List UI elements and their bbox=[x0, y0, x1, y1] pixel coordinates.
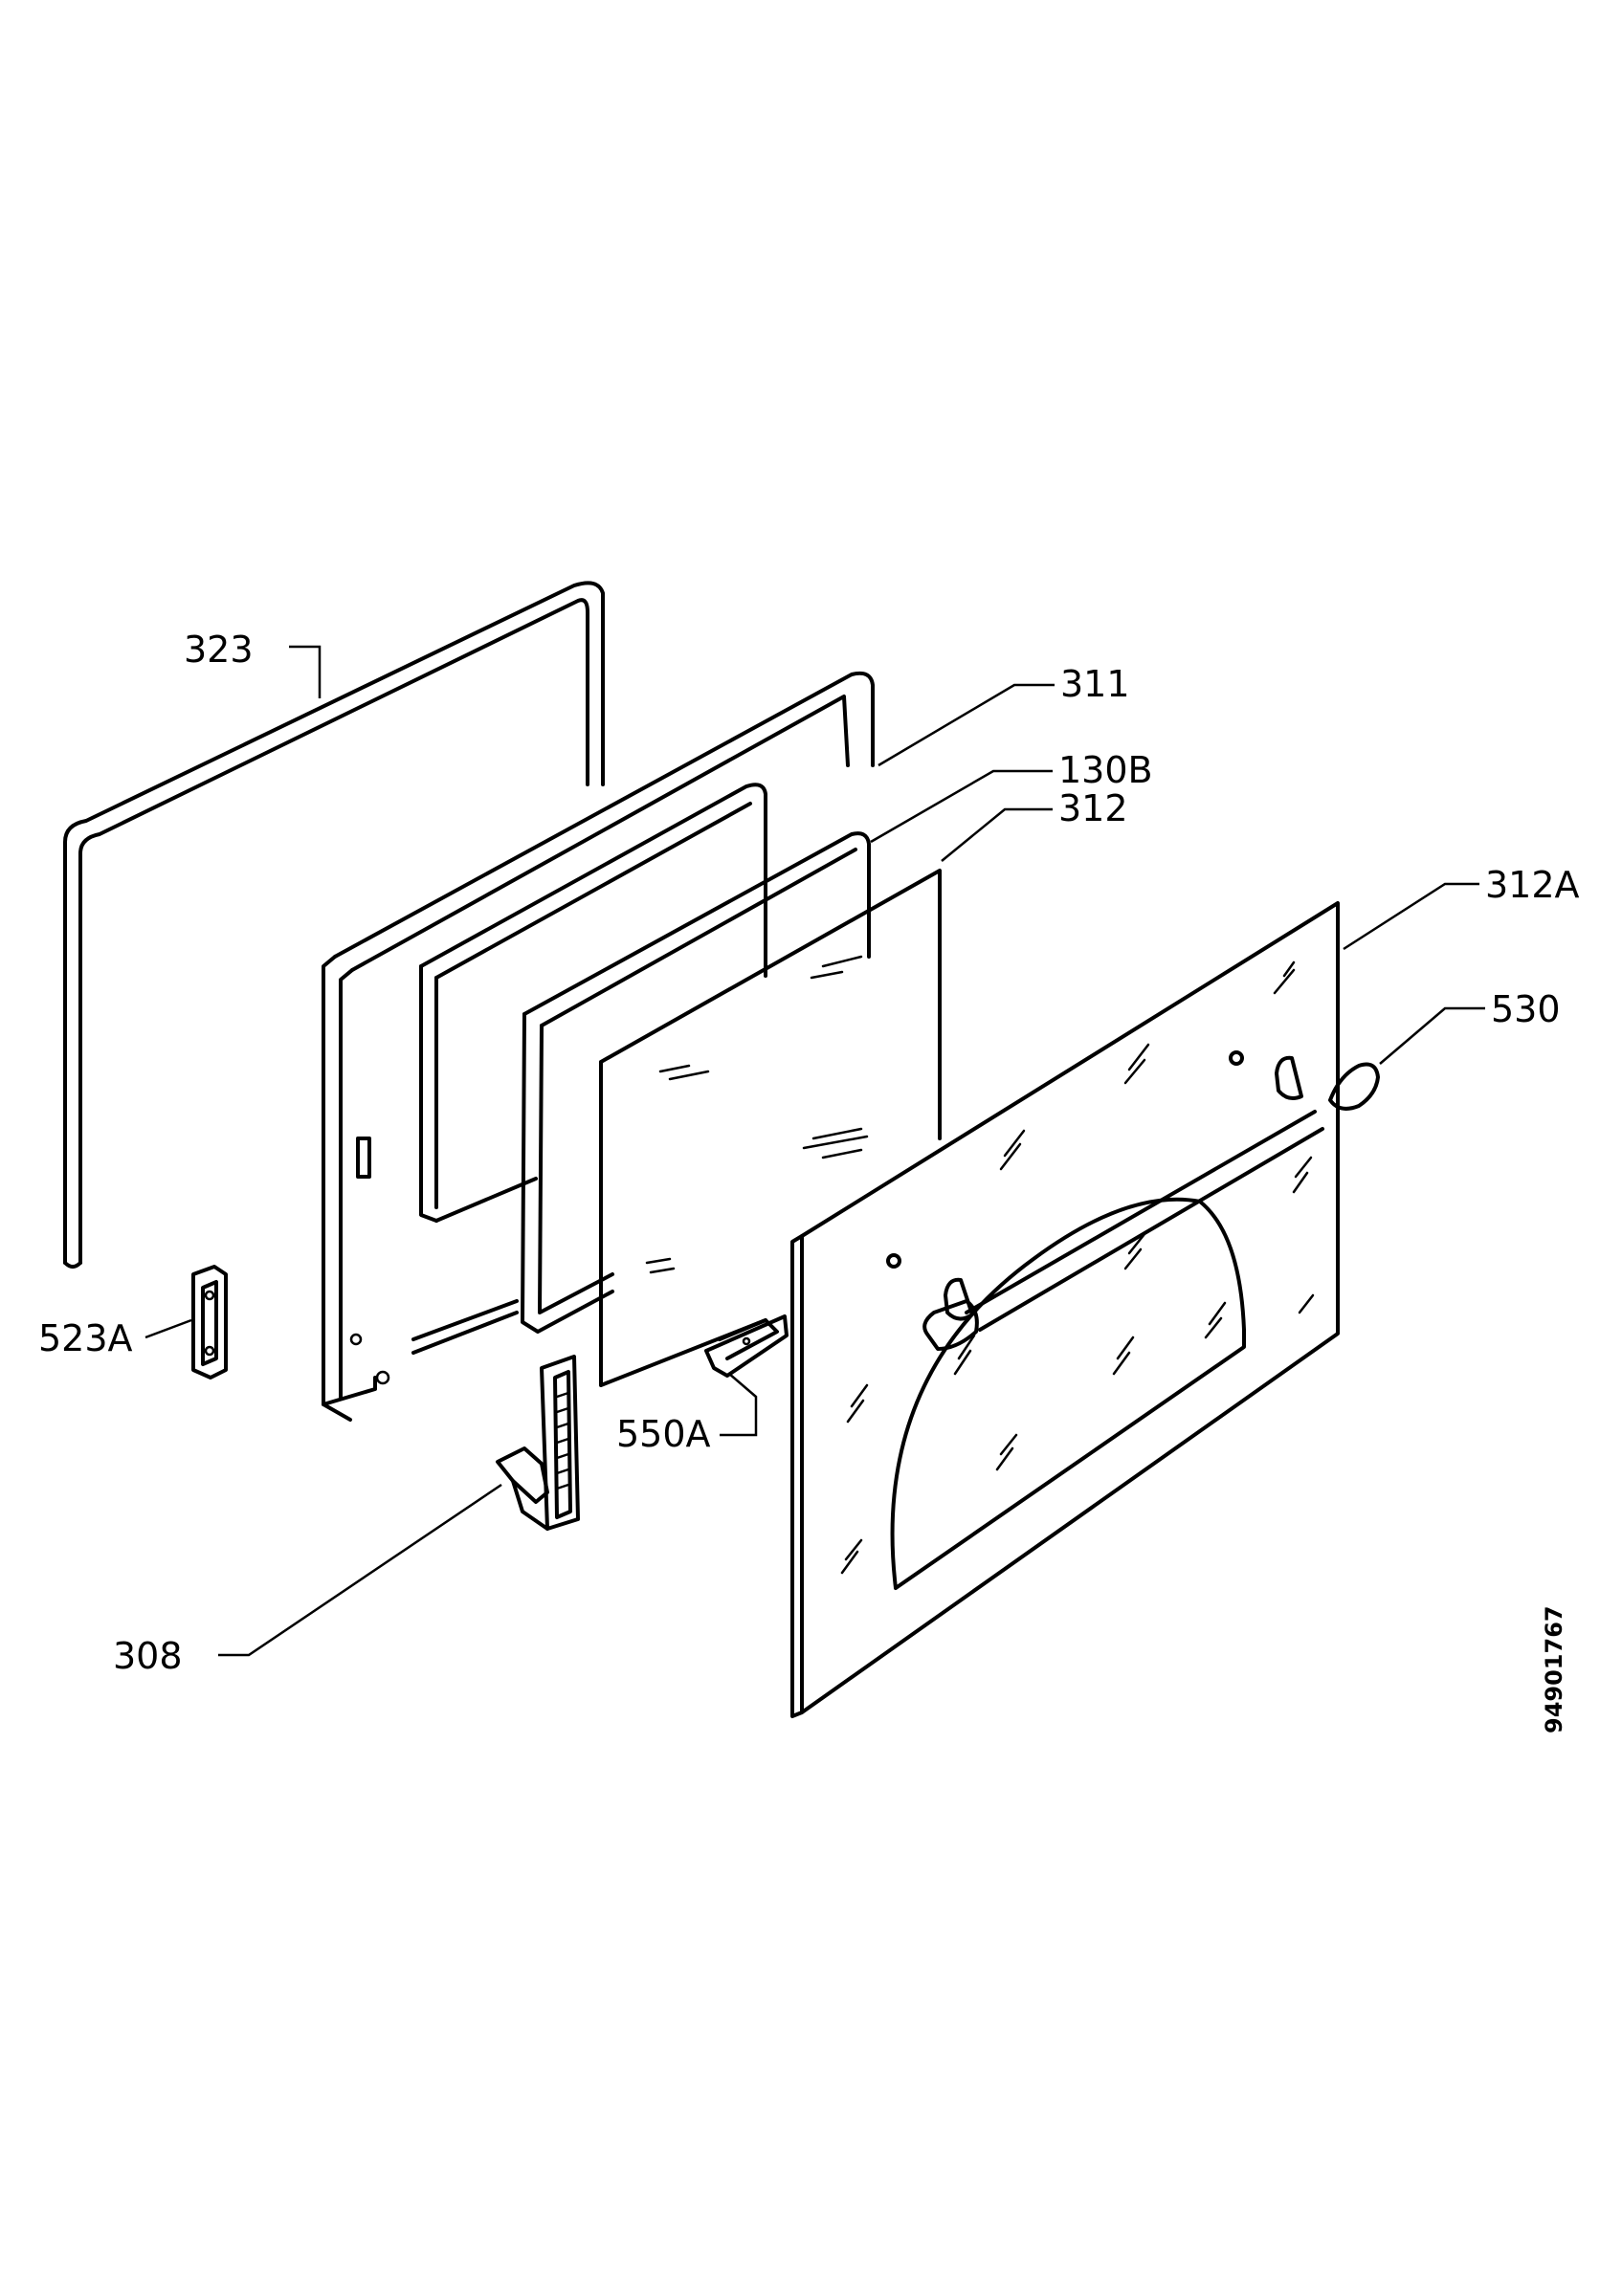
leader-550a bbox=[720, 1373, 758, 1437]
callout-323: 323 bbox=[184, 629, 254, 671]
part-311-inner-door-frame bbox=[322, 671, 875, 1422]
callout-312a: 312A bbox=[1485, 864, 1580, 906]
callout-530: 530 bbox=[1491, 988, 1561, 1030]
leader-lines bbox=[144, 645, 1485, 1657]
callout-550a: 550A bbox=[616, 1413, 711, 1455]
callout-312: 312 bbox=[1058, 787, 1128, 829]
drawing-number: 94901767 bbox=[1541, 1605, 1567, 1733]
callout-labels: 323 311 130B 312 312A 530 523A 550A 308 … bbox=[38, 629, 1580, 1733]
part-530-door-handle bbox=[922, 1055, 1380, 1351]
part-523a-hinge-receiver bbox=[191, 1265, 228, 1380]
part-308-door-hinge bbox=[496, 1355, 580, 1531]
part-312a-outer-glass bbox=[790, 901, 1340, 1718]
callout-308: 308 bbox=[113, 1635, 183, 1677]
callout-523a: 523A bbox=[38, 1317, 133, 1359]
leader-323 bbox=[289, 645, 322, 698]
leader-308 bbox=[218, 1483, 502, 1657]
leader-311 bbox=[878, 683, 1055, 767]
part-323-door-seal bbox=[63, 581, 605, 1269]
callout-311: 311 bbox=[1060, 663, 1130, 705]
leader-312 bbox=[941, 807, 1053, 862]
leader-530 bbox=[1379, 1006, 1485, 1065]
callout-130b: 130B bbox=[1058, 749, 1153, 791]
part-130b-glass-seal bbox=[521, 831, 871, 1334]
part-312-inner-glass bbox=[599, 869, 942, 1387]
part-550a-bracket bbox=[704, 1314, 789, 1378]
leader-312a bbox=[1343, 882, 1479, 951]
leader-523a bbox=[144, 1318, 192, 1339]
leader-130b bbox=[870, 769, 1053, 844]
